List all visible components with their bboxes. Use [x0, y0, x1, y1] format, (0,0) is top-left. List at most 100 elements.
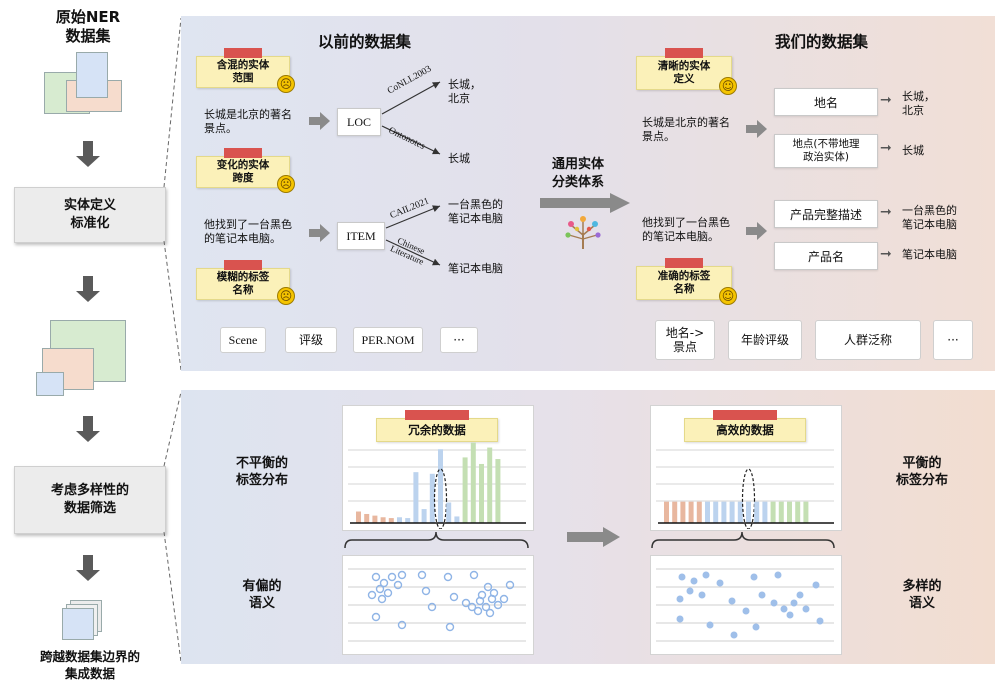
bar [388, 518, 394, 523]
note-label: 高效的数据 [716, 422, 774, 437]
smile-face-icon: ☺ [719, 77, 737, 95]
imbalanced-label-distribution: 不平衡的 标签分布 [235, 456, 288, 488]
prev-output-2: 长城 [448, 152, 470, 165]
highlight-ellipse [741, 468, 756, 529]
prev-tag-per-nom: PER.NOM [353, 327, 423, 353]
prev-output-4: 笔记本电脑 [448, 262, 503, 275]
bar [746, 501, 751, 523]
bar [696, 501, 702, 523]
top-panel [181, 16, 995, 371]
ours-output-3: 一台黑色的 笔记本电脑 [902, 204, 957, 231]
note-efficient-data: 高效的数据 [684, 410, 806, 442]
bar [446, 502, 452, 523]
balanced-label-distribution: 平衡的 标签分布 [895, 456, 948, 488]
note-label: 含混的实体 范围 [216, 59, 270, 84]
sad-face-icon: ☹ [277, 175, 295, 193]
bar [754, 501, 760, 523]
prev-output-3: 一台黑色的 笔记本电脑 [448, 198, 503, 225]
big-right-arrow [540, 193, 630, 213]
bottom-panel [181, 390, 995, 664]
bar [729, 501, 735, 523]
step-entity-standardization: 实体定义 标准化 [14, 187, 166, 243]
note-label: 变化的实体 跨度 [216, 159, 270, 184]
bar [479, 463, 484, 523]
taxonomy-tree-icon [565, 216, 601, 249]
bar [680, 501, 686, 523]
ours-label-product-full: 产品完整描述 [774, 200, 878, 228]
bar [429, 473, 435, 523]
bar [803, 501, 809, 523]
chart-redundant [348, 442, 526, 529]
bar [372, 515, 378, 523]
biased-semantics: 有偏的 语义 [242, 579, 282, 611]
note-label: 清晰的实体 定义 [657, 60, 711, 85]
ours-tag-more: ··· [933, 320, 973, 360]
ours-tag-place-scene: 地名-> 景点 [655, 320, 715, 360]
bar [713, 501, 719, 523]
bar [664, 501, 669, 523]
bar [470, 442, 476, 523]
ours-label-place-name: 地名 [774, 88, 878, 116]
raw-dataset-icon [40, 50, 130, 120]
arrow-icon: ➞ [880, 246, 892, 262]
ours-tag-group-generic: 人群泛称 [815, 320, 921, 360]
bar [495, 459, 501, 523]
bar [778, 501, 784, 523]
prev-sentence-2: 他找到了一台黑色 的笔记本电脑。 [204, 218, 292, 245]
note-label: 准确的标签 名称 [657, 270, 711, 295]
note-clear-definition: 清晰的实体 定义 ☺ [636, 48, 737, 95]
note-label: 冗余的数据 [408, 422, 466, 437]
left-title: 原始NER 数据集 [55, 8, 121, 45]
arrow-icon: ➞ [880, 140, 892, 156]
standardized-dataset-icon [34, 318, 134, 398]
ours-sentence-2: 他找到了一台黑色 的笔记本电脑。 [642, 216, 730, 243]
bar [364, 513, 370, 523]
bar [380, 517, 386, 523]
scatter-biased [348, 568, 526, 642]
ours-output-4: 笔记本电脑 [902, 248, 957, 261]
note-accurate-label: 准确的标签 名称 ☺ [636, 258, 737, 305]
bar [438, 449, 443, 523]
bar [462, 457, 468, 523]
ours-output-2: 长城 [902, 144, 924, 157]
bar [413, 472, 419, 523]
note-ambiguous-scope: 含混的实体 范围 ☹ [196, 48, 295, 93]
prev-tag-rating: 评级 [285, 327, 337, 353]
prev-tag-more: ··· [440, 327, 478, 353]
bar [397, 517, 402, 523]
bar [705, 501, 710, 523]
smile-face-icon: ☺ [719, 287, 737, 305]
highlight-ellipse [433, 468, 448, 529]
label-item: ITEM [337, 222, 385, 250]
bar [787, 501, 792, 523]
prev-tag-scene: Scene [220, 327, 266, 353]
bar [770, 501, 776, 523]
bar [454, 516, 460, 523]
scatter-diverse [656, 568, 834, 642]
diverse-semantics: 多样的 语义 [902, 579, 942, 611]
bar [688, 501, 694, 523]
ours-tag-age-rating: 年龄评级 [728, 320, 802, 360]
prev-sentence-1: 长城是北京的著名 景点。 [204, 108, 292, 135]
universal-taxonomy-label: 通用实体 分类体系 [551, 157, 604, 190]
chart-efficient [656, 449, 834, 529]
bar [737, 501, 743, 523]
bar [721, 501, 727, 523]
label-loc: LOC [337, 108, 381, 136]
prev-output-1: 长城， 北京 [448, 78, 481, 105]
bar [356, 511, 361, 523]
step-diversity-filter: 考虑多样性的 数据筛选 [14, 466, 166, 534]
prev-dataset-title: 以前的数据集 [318, 33, 412, 51]
bar [421, 509, 427, 523]
note-redundant-data: 冗余的数据 [376, 410, 498, 442]
bar [762, 501, 768, 523]
bar [672, 501, 678, 523]
sad-face-icon: ☹ [277, 287, 295, 305]
arrow-icon: ➞ [880, 92, 892, 108]
bar [405, 518, 411, 523]
arrow-icon: ➞ [880, 204, 892, 220]
left-bottom-label: 跨越数据集边界的 集成数据 [39, 649, 140, 681]
